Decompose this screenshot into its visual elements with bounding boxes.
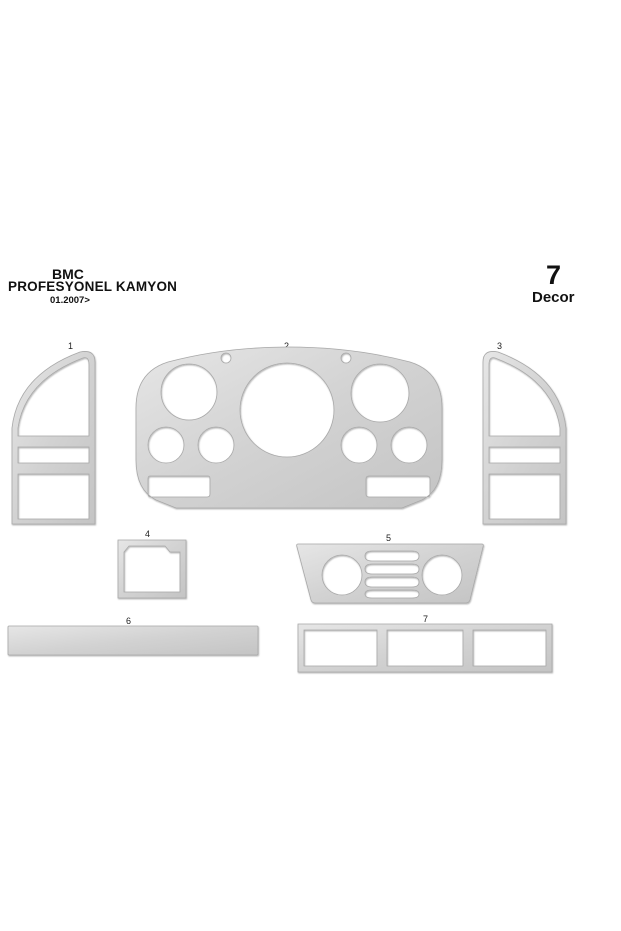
part-number-1: 1 [68,341,74,351]
part-1-left-vent-frame [11,351,96,525]
part-7-triple-switch-frame [297,623,553,673]
part-5-climate-panel [296,543,484,604]
piece-count: 7 [546,260,562,290]
part-number-3: 3 [497,341,503,351]
model-date: 01.2007> [50,295,90,306]
part-6-long-strip [7,625,259,656]
part-number-7: 7 [423,614,429,624]
part-4-square-frame [117,539,187,599]
part-number-6: 6 [126,616,132,626]
decor-label: Decor [532,289,575,306]
part-3-right-vent-frame [482,351,567,525]
part-number-5: 5 [386,533,392,543]
part-number-4: 4 [145,529,151,539]
part-2-instrument-cluster [135,346,443,509]
brand-name: BMC [52,266,84,282]
model-name: PROFESYONEL KAMYON [8,279,178,294]
part-number-2: 2 [284,341,290,351]
